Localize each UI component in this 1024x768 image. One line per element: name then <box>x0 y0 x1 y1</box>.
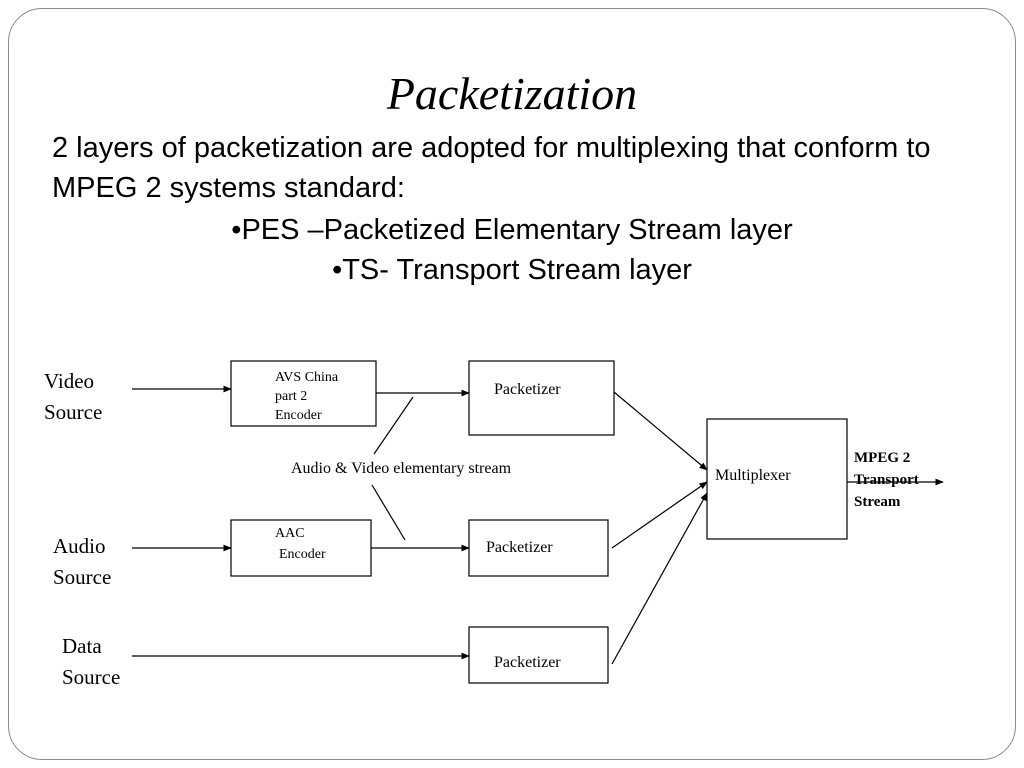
intro-text: 2 layers of packetization are adopted fo… <box>52 132 931 204</box>
data-packetizer-label: Packetizer <box>494 654 561 671</box>
aac-encoder-label: AAC Encoder <box>275 526 326 562</box>
video-source-label: Video Source <box>44 369 102 424</box>
callout-line-lower <box>371 484 406 541</box>
audio-source-label: Audio Source <box>53 534 111 589</box>
output-label: MPEG 2 Transport Stream <box>854 450 922 510</box>
arrow-audio-packetizer-to-mux <box>611 481 708 549</box>
bullet-pes: •PES –Packetized Elementary Stream layer <box>231 214 793 246</box>
multiplexer-box <box>706 418 848 540</box>
avs-encoder-label: AVS China part 2 Encoder <box>275 370 342 423</box>
slide-frame <box>8 8 1016 760</box>
data-source-label: Data Source <box>62 634 120 689</box>
slide-title: Packetization <box>386 68 638 119</box>
callout-line-upper <box>373 396 414 455</box>
video-packetizer-box <box>468 360 615 436</box>
bullet-ts: •TS- Transport Stream layer <box>332 254 692 286</box>
avs-encoder-box <box>230 360 377 427</box>
audio-packetizer-label: Packetizer <box>486 539 553 556</box>
video-packetizer-label: Packetizer <box>494 381 561 398</box>
multiplexer-label: Multiplexer <box>715 467 791 484</box>
arrow-data-packetizer-to-mux <box>611 492 708 665</box>
arrow-video-packetizer-to-mux <box>613 391 708 471</box>
elementary-stream-label: Audio & Video elementary stream <box>291 460 512 477</box>
